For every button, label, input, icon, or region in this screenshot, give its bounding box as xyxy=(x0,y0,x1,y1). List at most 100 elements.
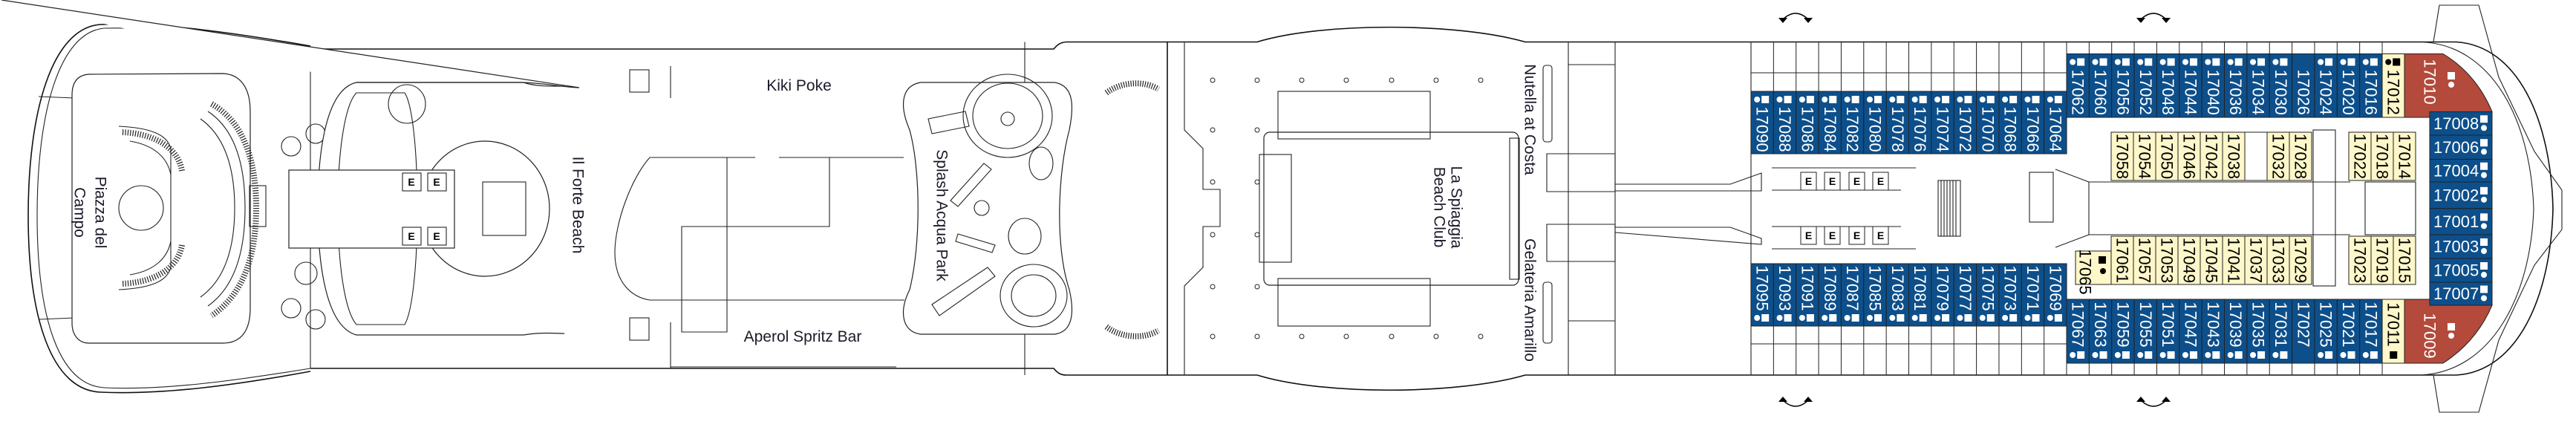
cabin-17087[interactable]: 17087 xyxy=(1840,263,1865,327)
cabin-17067[interactable]: 17067 xyxy=(2066,299,2090,364)
cabin-17037[interactable]: 17037 xyxy=(2244,235,2268,285)
cabin-17057[interactable]: 17057 xyxy=(2133,235,2156,285)
cabin-17003[interactable]: 17003 xyxy=(2429,234,2493,259)
cabin-17069[interactable]: 17069 xyxy=(2044,263,2067,327)
cabin-17050[interactable]: 17050 xyxy=(2155,131,2179,181)
cabin-17083[interactable]: 17083 xyxy=(1885,263,1910,327)
cabin-17055[interactable]: 17055 xyxy=(2133,299,2157,364)
cabin-17026[interactable]: 17026 xyxy=(2292,53,2315,118)
cabin-17038[interactable]: 17038 xyxy=(2222,131,2246,181)
cabin-17049[interactable]: 17049 xyxy=(2177,235,2201,285)
cabin-17012[interactable]: 17012 xyxy=(2381,53,2405,118)
cabin-17064[interactable]: 17064 xyxy=(2044,91,2067,154)
cabin-17084[interactable]: 17084 xyxy=(1818,91,1842,154)
cabin-17072[interactable]: 17072 xyxy=(1953,91,1977,154)
cabin-17001[interactable]: 17001 xyxy=(2429,208,2493,235)
cabin-17088[interactable]: 17088 xyxy=(1773,91,1797,154)
cabin-17062[interactable]: 17062 xyxy=(2066,53,2090,118)
cabin-17021[interactable]: 17021 xyxy=(2336,299,2361,364)
cabin-17029[interactable]: 17029 xyxy=(2289,235,2312,285)
cabin-17065[interactable]: 17065 xyxy=(2075,249,2112,295)
cabin-17076[interactable]: 17076 xyxy=(1908,91,1932,154)
cabin-17061[interactable]: 17061 xyxy=(2110,235,2134,285)
cabin-17058[interactable]: 17058 xyxy=(2110,131,2134,181)
cabin-17027[interactable]: 17027 xyxy=(2292,299,2315,364)
cabin-17080[interactable]: 17080 xyxy=(1863,91,1887,154)
cabin-17046[interactable]: 17046 xyxy=(2177,131,2201,181)
cabin-17016[interactable]: 17016 xyxy=(2359,53,2383,118)
cabin-17044[interactable]: 17044 xyxy=(2179,53,2202,118)
cabin-17020[interactable]: 17020 xyxy=(2336,53,2361,118)
cabin-17015[interactable]: 17015 xyxy=(2393,235,2416,285)
cabin-17025[interactable]: 17025 xyxy=(2314,299,2338,364)
cabin-17093[interactable]: 17093 xyxy=(1773,263,1797,327)
cabin-17002[interactable]: 17002 xyxy=(2429,181,2493,209)
cabin-17018[interactable]: 17018 xyxy=(2370,131,2394,181)
cabin-17085[interactable]: 17085 xyxy=(1863,263,1887,327)
cabin-17051[interactable]: 17051 xyxy=(2156,299,2180,364)
cabin-17079[interactable]: 17079 xyxy=(1931,263,1954,327)
cabin-17030[interactable]: 17030 xyxy=(2269,53,2293,118)
cabin-17039[interactable]: 17039 xyxy=(2224,299,2248,364)
cabin-17024[interactable]: 17024 xyxy=(2314,53,2338,118)
elevator[interactable] xyxy=(427,172,447,192)
cabin-17068[interactable]: 17068 xyxy=(1998,91,2022,154)
cabin-17089[interactable]: 17089 xyxy=(1818,263,1842,327)
cabin-17045[interactable]: 17045 xyxy=(2200,235,2223,285)
cabin-17066[interactable]: 17066 xyxy=(2021,91,2045,154)
elevator[interactable] xyxy=(402,227,422,246)
cabin-17032[interactable]: 17032 xyxy=(2266,131,2290,181)
cabin-17059[interactable]: 17059 xyxy=(2111,299,2135,364)
cabin-17040[interactable]: 17040 xyxy=(2201,53,2226,118)
cabin-17019[interactable]: 17019 xyxy=(2370,235,2394,285)
cabin-17023[interactable]: 17023 xyxy=(2348,235,2372,285)
cabin-17034[interactable]: 17034 xyxy=(2246,53,2270,118)
elevator[interactable]: E xyxy=(1824,172,1841,191)
cabin-17010[interactable]: 17010 xyxy=(2404,53,2493,118)
cabin-17007[interactable]: 17007 xyxy=(2429,281,2493,306)
cabin-17056[interactable]: 17056 xyxy=(2111,53,2135,118)
cabin-17017[interactable]: 17017 xyxy=(2359,299,2383,364)
cabin-17028[interactable]: 17028 xyxy=(2289,131,2312,181)
cabin-17070[interactable]: 17070 xyxy=(1976,91,2000,154)
cabin-17043[interactable]: 17043 xyxy=(2201,299,2226,364)
cabin-17077[interactable]: 17077 xyxy=(1953,263,1977,327)
elevator[interactable]: E xyxy=(1848,226,1865,245)
cabin-17008[interactable]: 17008 xyxy=(2429,111,2493,136)
cabin-17047[interactable]: 17047 xyxy=(2179,299,2202,364)
cabin-17014[interactable]: 17014 xyxy=(2393,131,2416,181)
elevator[interactable] xyxy=(427,227,447,246)
cabin-17035[interactable]: 17035 xyxy=(2246,299,2270,364)
cabin-17006[interactable]: 17006 xyxy=(2429,134,2493,160)
cabin-17042[interactable]: 17042 xyxy=(2200,131,2223,181)
cabin-17091[interactable]: 17091 xyxy=(1796,263,1819,327)
cabin-17073[interactable]: 17073 xyxy=(1998,263,2022,327)
cabin-17011[interactable]: 17011 xyxy=(2381,299,2405,364)
cabin-17054[interactable]: 17054 xyxy=(2133,131,2156,181)
cabin-17074[interactable]: 17074 xyxy=(1931,91,1954,154)
cabin-17036[interactable]: 17036 xyxy=(2224,53,2248,118)
cabin-17033[interactable]: 17033 xyxy=(2266,235,2290,285)
cabin-17048[interactable]: 17048 xyxy=(2156,53,2180,118)
cabin-17090[interactable]: 17090 xyxy=(1750,91,1774,154)
elevator[interactable]: E xyxy=(1872,172,1889,191)
cabin-17071[interactable]: 17071 xyxy=(2021,263,2045,327)
cabin-17052[interactable]: 17052 xyxy=(2133,53,2157,118)
elevator[interactable] xyxy=(402,172,422,192)
cabin-17078[interactable]: 17078 xyxy=(1885,91,1910,154)
cabin-17005[interactable]: 17005 xyxy=(2429,258,2493,283)
cabin-17095[interactable]: 17095 xyxy=(1750,263,1774,327)
cabin-17075[interactable]: 17075 xyxy=(1976,263,2000,327)
elevator[interactable]: E xyxy=(1848,172,1865,191)
cabin-17086[interactable]: 17086 xyxy=(1796,91,1819,154)
elevator[interactable]: E xyxy=(1824,226,1841,245)
cabin-17009[interactable]: 17009 xyxy=(2404,299,2493,364)
elevator[interactable]: E xyxy=(1800,226,1817,245)
cabin-17041[interactable]: 17041 xyxy=(2222,235,2246,285)
cabin-17082[interactable]: 17082 xyxy=(1840,91,1865,154)
elevator[interactable]: E xyxy=(1800,172,1817,191)
cabin-17081[interactable]: 17081 xyxy=(1908,263,1932,327)
cabin-17053[interactable]: 17053 xyxy=(2155,235,2179,285)
cabin-17022[interactable]: 17022 xyxy=(2348,131,2372,181)
cabin-17031[interactable]: 17031 xyxy=(2269,299,2293,364)
